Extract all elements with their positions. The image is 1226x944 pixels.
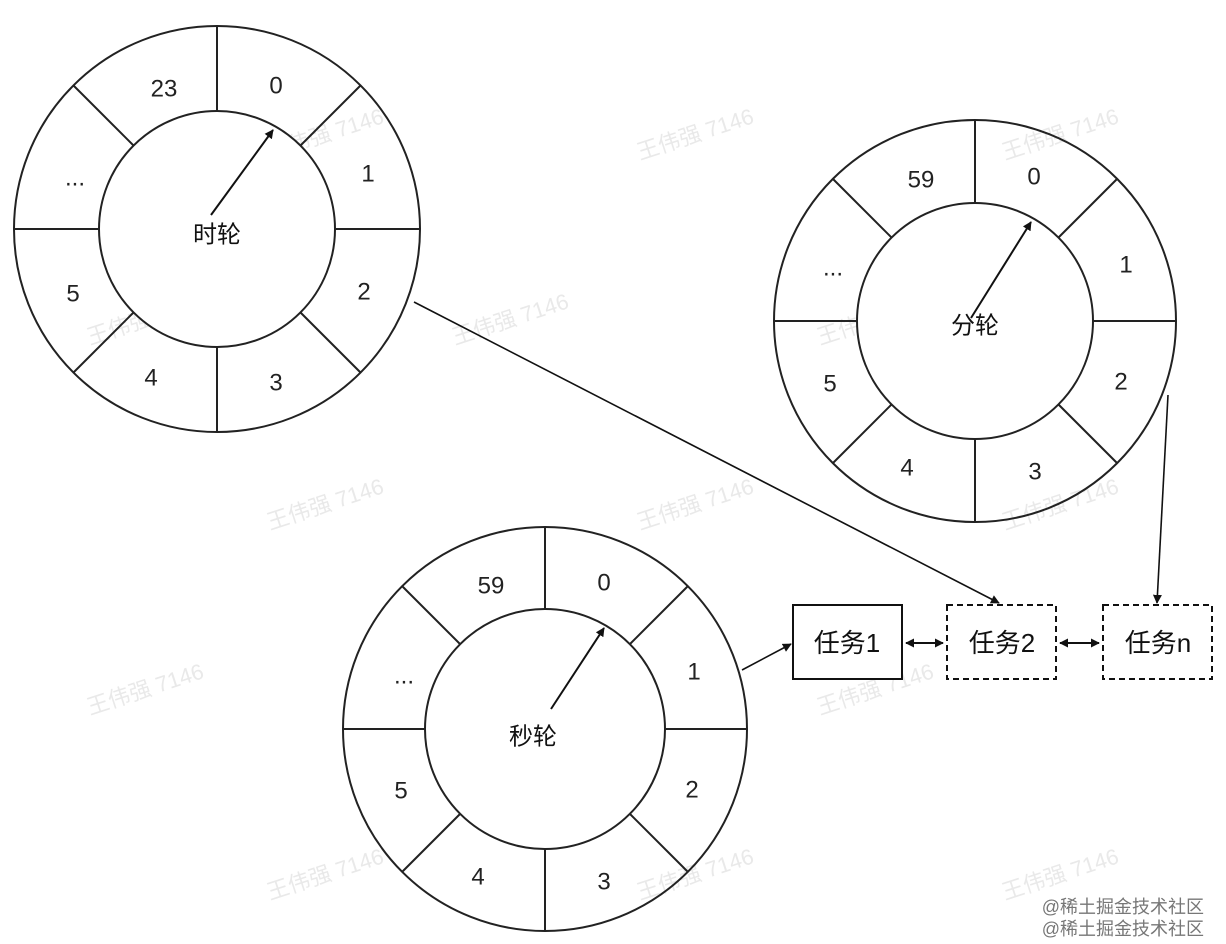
- platform-watermark-line: @稀土掘金技术社区: [1041, 919, 1204, 939]
- platform-watermark-line: @稀土掘金技术社区: [1041, 897, 1204, 917]
- second-wheel: 0 1 2 3 4 5 ... 59 秒轮: [342, 526, 748, 932]
- slot-divider: [629, 585, 689, 645]
- minute-slot2-to-taskn-arrow: [1152, 394, 1169, 604]
- minute-slot-label: 2: [1114, 369, 1127, 396]
- minute-wheel-hub-label: 分轮: [951, 313, 999, 340]
- minute-slot-label: 59: [908, 167, 935, 194]
- watermark: 王伟强 7146: [634, 844, 757, 905]
- hour-wheel-dividers: [14, 26, 420, 432]
- slot-divider: [72, 311, 135, 374]
- watermark: 王伟强 7146: [84, 659, 207, 720]
- task-1-label: 任务1: [814, 628, 880, 658]
- hour-slot-label: 3: [269, 370, 282, 397]
- slot-divider: [832, 178, 893, 239]
- task-2-label: 任务2: [969, 628, 1035, 658]
- minute-slot-label: 3: [1028, 459, 1041, 486]
- hour-slot-label: 0: [269, 73, 282, 100]
- task-list: 任务1 任务2 任务n: [792, 604, 1213, 680]
- minute-slot-label: ...: [823, 255, 843, 282]
- slot-divider: [299, 311, 362, 374]
- hour-slot-label: 4: [144, 365, 157, 392]
- hour-wheel: 0 1 2 3 4 5 ... 23 时轮: [13, 25, 421, 433]
- connection-arrows: [413, 301, 1169, 671]
- slot-divider: [832, 403, 893, 464]
- watermark: 王伟强 7146: [264, 844, 387, 905]
- second-wheel-hub-label: 秒轮: [509, 724, 557, 751]
- slot-divider: [1057, 178, 1118, 239]
- hour-slot-label: 2: [357, 279, 370, 306]
- watermark: 王伟强 7146: [634, 474, 757, 535]
- slot-divider: [401, 585, 461, 645]
- minute-slot-label: 4: [900, 455, 913, 482]
- second-wheel-dividers: [343, 527, 747, 931]
- second-slot-label: 4: [471, 864, 484, 891]
- task-n-box: [1102, 604, 1213, 680]
- watermark: 王伟强 7146: [999, 104, 1122, 165]
- slot-divider: [1057, 403, 1118, 464]
- second-wheel-pointer: [550, 627, 605, 710]
- hour-slot-label: 5: [66, 281, 79, 308]
- minute-slot-label: 0: [1027, 164, 1040, 191]
- task-2-box: [946, 604, 1057, 680]
- slot-divider: [401, 813, 461, 873]
- minute-slot-label: 1: [1119, 252, 1132, 279]
- slot-divider: [72, 84, 135, 147]
- second-slot-label: 0: [597, 570, 610, 597]
- hour-slot2-to-task2-arrow: [413, 301, 1000, 604]
- hour-wheel-pointer: [210, 129, 274, 216]
- second-slot-label: 59: [478, 573, 505, 600]
- watermark: 王伟强 7146: [634, 104, 757, 165]
- minute-wheel: 0 1 2 3 4 5 ... 59 分轮: [773, 119, 1177, 523]
- watermark: 王伟强 7146: [999, 474, 1122, 535]
- hour-slot-label: 23: [151, 76, 178, 103]
- hour-slot-label: 1: [361, 161, 374, 188]
- second-slot-label: 1: [687, 659, 700, 686]
- second-slot1-to-task1-arrow: [741, 643, 792, 671]
- second-slot-label: 5: [394, 778, 407, 805]
- second-slot-label: 2: [685, 777, 698, 804]
- watermark: 王伟强 7146: [264, 474, 387, 535]
- task-n-label: 任务n: [1125, 628, 1191, 658]
- second-slot-label: ...: [394, 663, 414, 690]
- minute-wheel-dividers: [774, 120, 1176, 522]
- second-slot-label: 3: [597, 869, 610, 896]
- platform-watermark: @稀土掘金技术社区 @稀土掘金技术社区: [1042, 896, 1204, 940]
- task-1-box: [792, 604, 903, 680]
- hour-slot-label: ...: [65, 165, 85, 192]
- hour-wheel-hub-label: 时轮: [193, 222, 241, 249]
- slot-divider: [299, 84, 362, 147]
- watermark: 王伟强 7146: [449, 289, 572, 350]
- minute-slot-label: 5: [823, 371, 836, 398]
- slot-divider: [629, 813, 689, 873]
- minute-wheel-pointer: [970, 221, 1032, 319]
